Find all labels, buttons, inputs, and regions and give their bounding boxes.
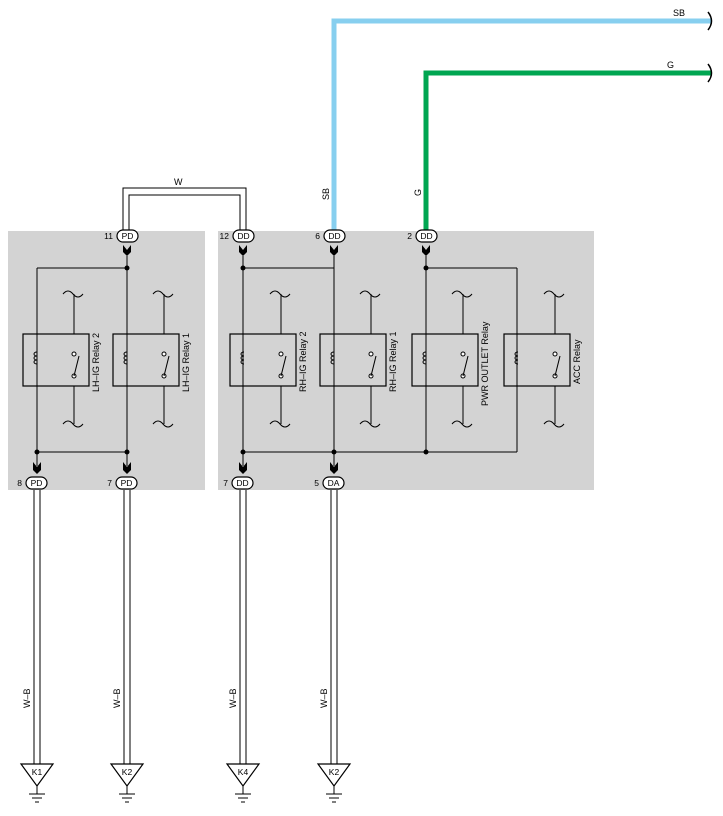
- pin-number: 7: [107, 478, 112, 488]
- junction-dot: [331, 449, 337, 455]
- junction-dot: [240, 449, 246, 455]
- sb-wire: [331, 18, 711, 231]
- pin-number: 11: [104, 231, 113, 241]
- ground-label: K4: [238, 767, 249, 777]
- ground-k1: K1: [19, 763, 55, 803]
- bottom-pin-pd-7: PD 7: [107, 462, 138, 490]
- ground-wire-label: W–B: [228, 688, 238, 708]
- connector-code: PD: [121, 478, 133, 488]
- top-pin-pd-11: PD 11: [104, 229, 139, 256]
- relay-label: LH–IG Relay 1: [181, 333, 191, 392]
- ground-k2-rh: K2: [316, 763, 352, 803]
- bottom-pin-dd-7: DD 7: [223, 462, 254, 490]
- sb-wire-continuation-mark: [707, 11, 713, 31]
- ground-wire-1: [33, 490, 41, 764]
- pin-number: 8: [17, 478, 22, 488]
- g-wire-continuation-mark: [707, 63, 713, 83]
- relay-label: LH–IG Relay 2: [91, 333, 101, 392]
- bottom-pin-pd-8: PD 8: [17, 462, 48, 490]
- relay-label: RH–IG Relay 2: [298, 331, 308, 392]
- connector-code: DD: [236, 478, 248, 488]
- pin-number: 5: [314, 478, 319, 488]
- connector-code: DD: [237, 231, 249, 241]
- junction-dot: [423, 265, 429, 271]
- w-jumper-label: W: [174, 177, 183, 187]
- ground-label: K1: [32, 767, 43, 777]
- top-pin-dd-6: DD 6: [315, 229, 346, 256]
- junction-dot: [240, 265, 246, 271]
- relay-rh-ig-2: RH–IG Relay 2: [229, 290, 308, 428]
- connector-code: DA: [328, 478, 340, 488]
- pin-number: 7: [223, 478, 228, 488]
- pin-number: 2: [407, 231, 412, 241]
- ground-k2-lh: K2: [109, 763, 145, 803]
- lh-block-circuit: [36, 256, 128, 466]
- relay-lh-ig-2: LH–IG Relay 2: [22, 290, 101, 428]
- rh-block-circuit: [242, 256, 518, 466]
- ground-wire-4: [330, 490, 338, 764]
- top-pin-dd-12: DD 12: [220, 229, 255, 256]
- ground-wire-2: [123, 490, 131, 764]
- junction-dot: [423, 449, 429, 455]
- sb-vertical-label: SB: [321, 188, 331, 200]
- ground-wire-3: [239, 490, 247, 764]
- connector-code: PD: [122, 231, 134, 241]
- w-jumper-wire: [122, 187, 247, 231]
- sb-wire-label: SB: [673, 8, 685, 18]
- junction-dot: [34, 449, 40, 455]
- relay-rh-ig-1: RH–IG Relay 1: [319, 290, 398, 428]
- top-pin-dd-2: DD 2: [407, 229, 438, 256]
- ground-wire-label: W–B: [112, 688, 122, 708]
- ground-wire-label: W–B: [319, 688, 329, 708]
- g-wire-label: G: [667, 60, 674, 70]
- relay-label: ACC Relay: [572, 339, 582, 384]
- connector-code: DD: [420, 231, 432, 241]
- junction-dot: [124, 265, 130, 271]
- relay-label: RH–IG Relay 1: [388, 331, 398, 392]
- ground-label: K2: [329, 767, 340, 777]
- bottom-pin-da-5: DA 5: [314, 462, 345, 490]
- pin-number: 12: [220, 231, 230, 241]
- g-wire: [423, 70, 711, 231]
- ground-wire-label: W–B: [22, 688, 32, 708]
- junction-dot: [124, 449, 130, 455]
- ground-k4: K4: [225, 763, 261, 803]
- relay-label: PWR OUTLET Relay: [480, 321, 490, 406]
- relay-pwr-outlet: PWR OUTLET Relay: [411, 290, 490, 428]
- connector-code: DD: [328, 231, 340, 241]
- rh-junction-block: [218, 231, 594, 490]
- ground-label: K2: [122, 767, 133, 777]
- connector-code: PD: [31, 478, 43, 488]
- lh-junction-block: [8, 231, 205, 490]
- relay-lh-ig-1: LH–IG Relay 1: [112, 290, 191, 428]
- g-vertical-label: G: [413, 189, 423, 196]
- relay-acc: ACC Relay: [503, 290, 582, 428]
- pin-number: 6: [315, 231, 320, 241]
